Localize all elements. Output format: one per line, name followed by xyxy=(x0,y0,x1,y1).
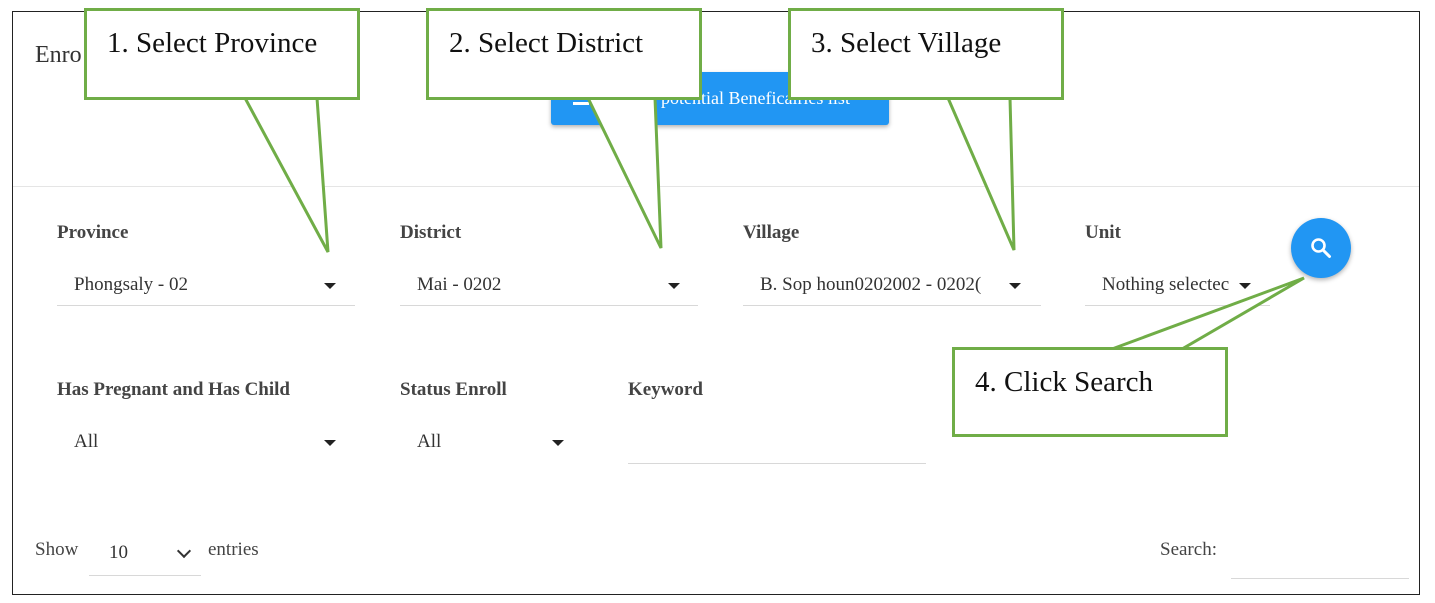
callout-select-village: 3. Select Village xyxy=(788,8,1064,100)
table-search-input[interactable] xyxy=(1231,536,1409,579)
pregnant-child-label: Has Pregnant and Has Child xyxy=(57,379,290,400)
caret-down-icon xyxy=(552,440,564,446)
entries-length-select[interactable]: 10 xyxy=(89,532,201,576)
callout2-pointer xyxy=(585,96,663,249)
header-divider xyxy=(13,186,1419,187)
callout4-pointer xyxy=(1111,276,1305,351)
village-select[interactable]: B. Sop houn0202002 - 0202( xyxy=(743,256,1041,306)
status-enroll-value: All xyxy=(417,431,442,452)
district-select[interactable]: Mai - 0202 xyxy=(400,256,698,306)
callout-select-district: 2. Select District xyxy=(426,8,702,100)
pregnant-child-select[interactable]: All xyxy=(57,413,347,463)
caret-down-icon xyxy=(1009,283,1021,289)
search-icon xyxy=(1311,238,1331,258)
status-enroll-label: Status Enroll xyxy=(400,379,507,400)
pregnant-child-value: All xyxy=(74,431,99,452)
callout-select-district-text: 2. Select District xyxy=(449,27,644,59)
district-label: District xyxy=(400,222,462,243)
callout-select-province-text: 1. Select Province xyxy=(107,27,318,59)
unit-label: Unit xyxy=(1085,222,1121,243)
village-value: B. Sop houn0202002 - 0202( xyxy=(760,274,982,295)
unit-select[interactable]: Nothing selectec xyxy=(1085,256,1270,306)
unit-value: Nothing selectec xyxy=(1102,274,1230,295)
village-label: Village xyxy=(743,222,800,243)
callout-select-province: 1. Select Province xyxy=(84,8,360,100)
callout3-pointer xyxy=(945,96,1016,251)
province-select[interactable]: Phongsaly - 02 xyxy=(57,256,355,306)
caret-down-icon xyxy=(324,440,336,446)
caret-down-icon xyxy=(324,283,336,289)
search-button[interactable] xyxy=(1291,218,1351,278)
status-enroll-select[interactable]: All xyxy=(400,413,580,463)
keyword-label: Keyword xyxy=(628,379,703,400)
province-value: Phongsaly - 02 xyxy=(74,274,188,295)
page-title: Enro xyxy=(35,42,82,68)
callout-click-search-text: 4. Click Search xyxy=(975,366,1153,398)
table-search-label: Search: xyxy=(1160,539,1217,560)
entries-label: entries xyxy=(208,539,259,560)
province-label: Province xyxy=(57,222,129,243)
caret-down-icon xyxy=(668,283,680,289)
callout1-pointer xyxy=(242,96,330,253)
district-value: Mai - 0202 xyxy=(417,274,502,295)
callout-click-search: 4. Click Search xyxy=(952,347,1228,437)
keyword-input[interactable] xyxy=(628,414,926,464)
page-frame xyxy=(12,11,1420,595)
entries-length-value: 10 xyxy=(109,542,128,563)
callout-select-village-text: 3. Select Village xyxy=(811,27,1002,59)
show-label: Show xyxy=(35,539,79,560)
caret-down-icon xyxy=(1239,283,1251,289)
